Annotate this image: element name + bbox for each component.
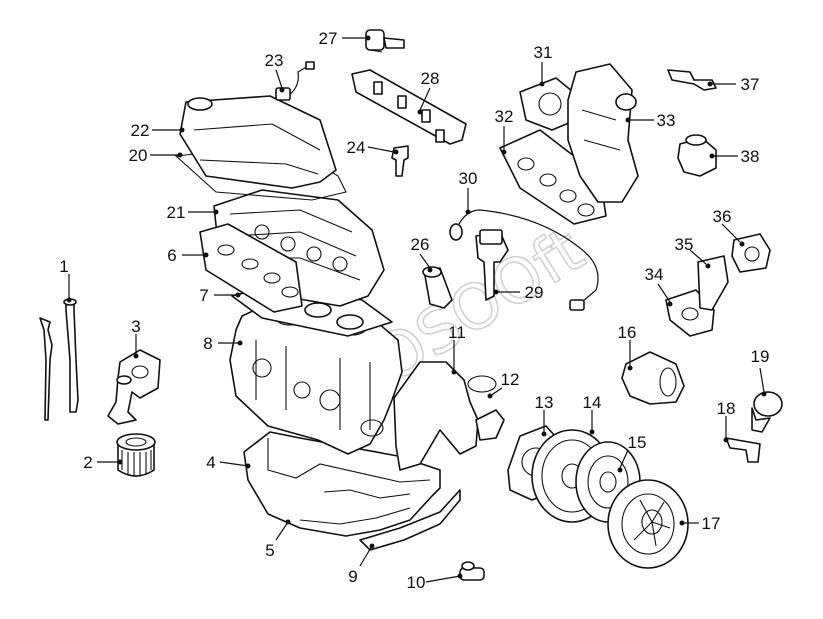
callout-28: 28: [421, 69, 440, 88]
callout-11: 11: [448, 323, 466, 342]
callout-33: 33: [657, 111, 676, 130]
bracket-37-part: [667, 69, 717, 91]
callout-31: 31: [534, 43, 553, 62]
egr-valve-part: [677, 134, 717, 177]
callout-16: 16: [618, 323, 637, 342]
starter-part: [621, 351, 685, 405]
callout-32: 32: [495, 107, 514, 126]
pressure-plate-part: [607, 479, 689, 569]
callout-6: 6: [167, 246, 176, 265]
callout-15: 15: [628, 433, 647, 452]
callout-14: 14: [583, 393, 602, 412]
callout-10: 10: [407, 573, 426, 592]
manifold-gasket-part: [499, 129, 607, 225]
callout-7: 7: [199, 286, 208, 305]
callout-23: 23: [265, 51, 284, 70]
callout-5: 5: [265, 541, 274, 560]
callout-37: 37: [741, 75, 760, 94]
callout-30: 30: [459, 169, 478, 188]
callout-34: 34: [645, 265, 664, 284]
dipstick-part: [39, 298, 79, 421]
callout-9: 9: [348, 567, 357, 586]
sensor-10-part: [459, 561, 485, 581]
bracket-35-part: [697, 255, 729, 311]
baffle-part: [359, 489, 461, 551]
callout-29: 29: [525, 283, 544, 302]
callout-18: 18: [717, 399, 736, 418]
callout-4: 4: [206, 453, 215, 472]
callout-19: 19: [751, 347, 770, 366]
callout-22: 22: [131, 121, 150, 140]
leader-lines: [68, 37, 765, 583]
callout-13: 13: [535, 393, 554, 412]
ignition-coil-part: [475, 229, 509, 301]
intake-manifold-part: [567, 63, 639, 203]
callout-35: 35: [675, 235, 694, 254]
callout-17: 17: [702, 514, 721, 533]
timing-cover-part: [393, 361, 505, 471]
callout-38: 38: [741, 147, 760, 166]
callout-20: 20: [129, 146, 148, 165]
callout-1: 1: [59, 257, 68, 276]
callout-27: 27: [319, 29, 338, 48]
callout-labels: 1 2 3 4 5 6 7 8 9 10 11 12 13 14 15 16 1…: [59, 29, 769, 592]
sensor-23-part: [275, 61, 315, 101]
bracket-18-part: [725, 437, 761, 463]
boot-26-part: [422, 266, 453, 309]
valve-cover-part: [179, 95, 337, 189]
callout-8: 8: [203, 334, 212, 353]
callout-21: 21: [167, 203, 186, 222]
callout-36: 36: [713, 207, 732, 226]
valve-27-part: [365, 29, 405, 53]
oil-filter-part: [116, 433, 156, 477]
callout-3: 3: [131, 317, 140, 336]
callout-2: 2: [83, 453, 92, 472]
intake-gasket-part: [199, 223, 303, 313]
oil-pan-part: [243, 431, 441, 537]
throttle-body-part: [519, 77, 579, 131]
fuel-rail-part: [351, 69, 467, 145]
callout-24: 24: [347, 138, 366, 157]
callout-12: 12: [501, 370, 520, 389]
oil-filter-housing-part: [107, 349, 161, 425]
callout-26: 26: [411, 235, 430, 254]
sensor-19-part: [751, 391, 783, 433]
anchor-dots: [66, 35, 767, 579]
sensor-cable-part: [449, 209, 599, 311]
